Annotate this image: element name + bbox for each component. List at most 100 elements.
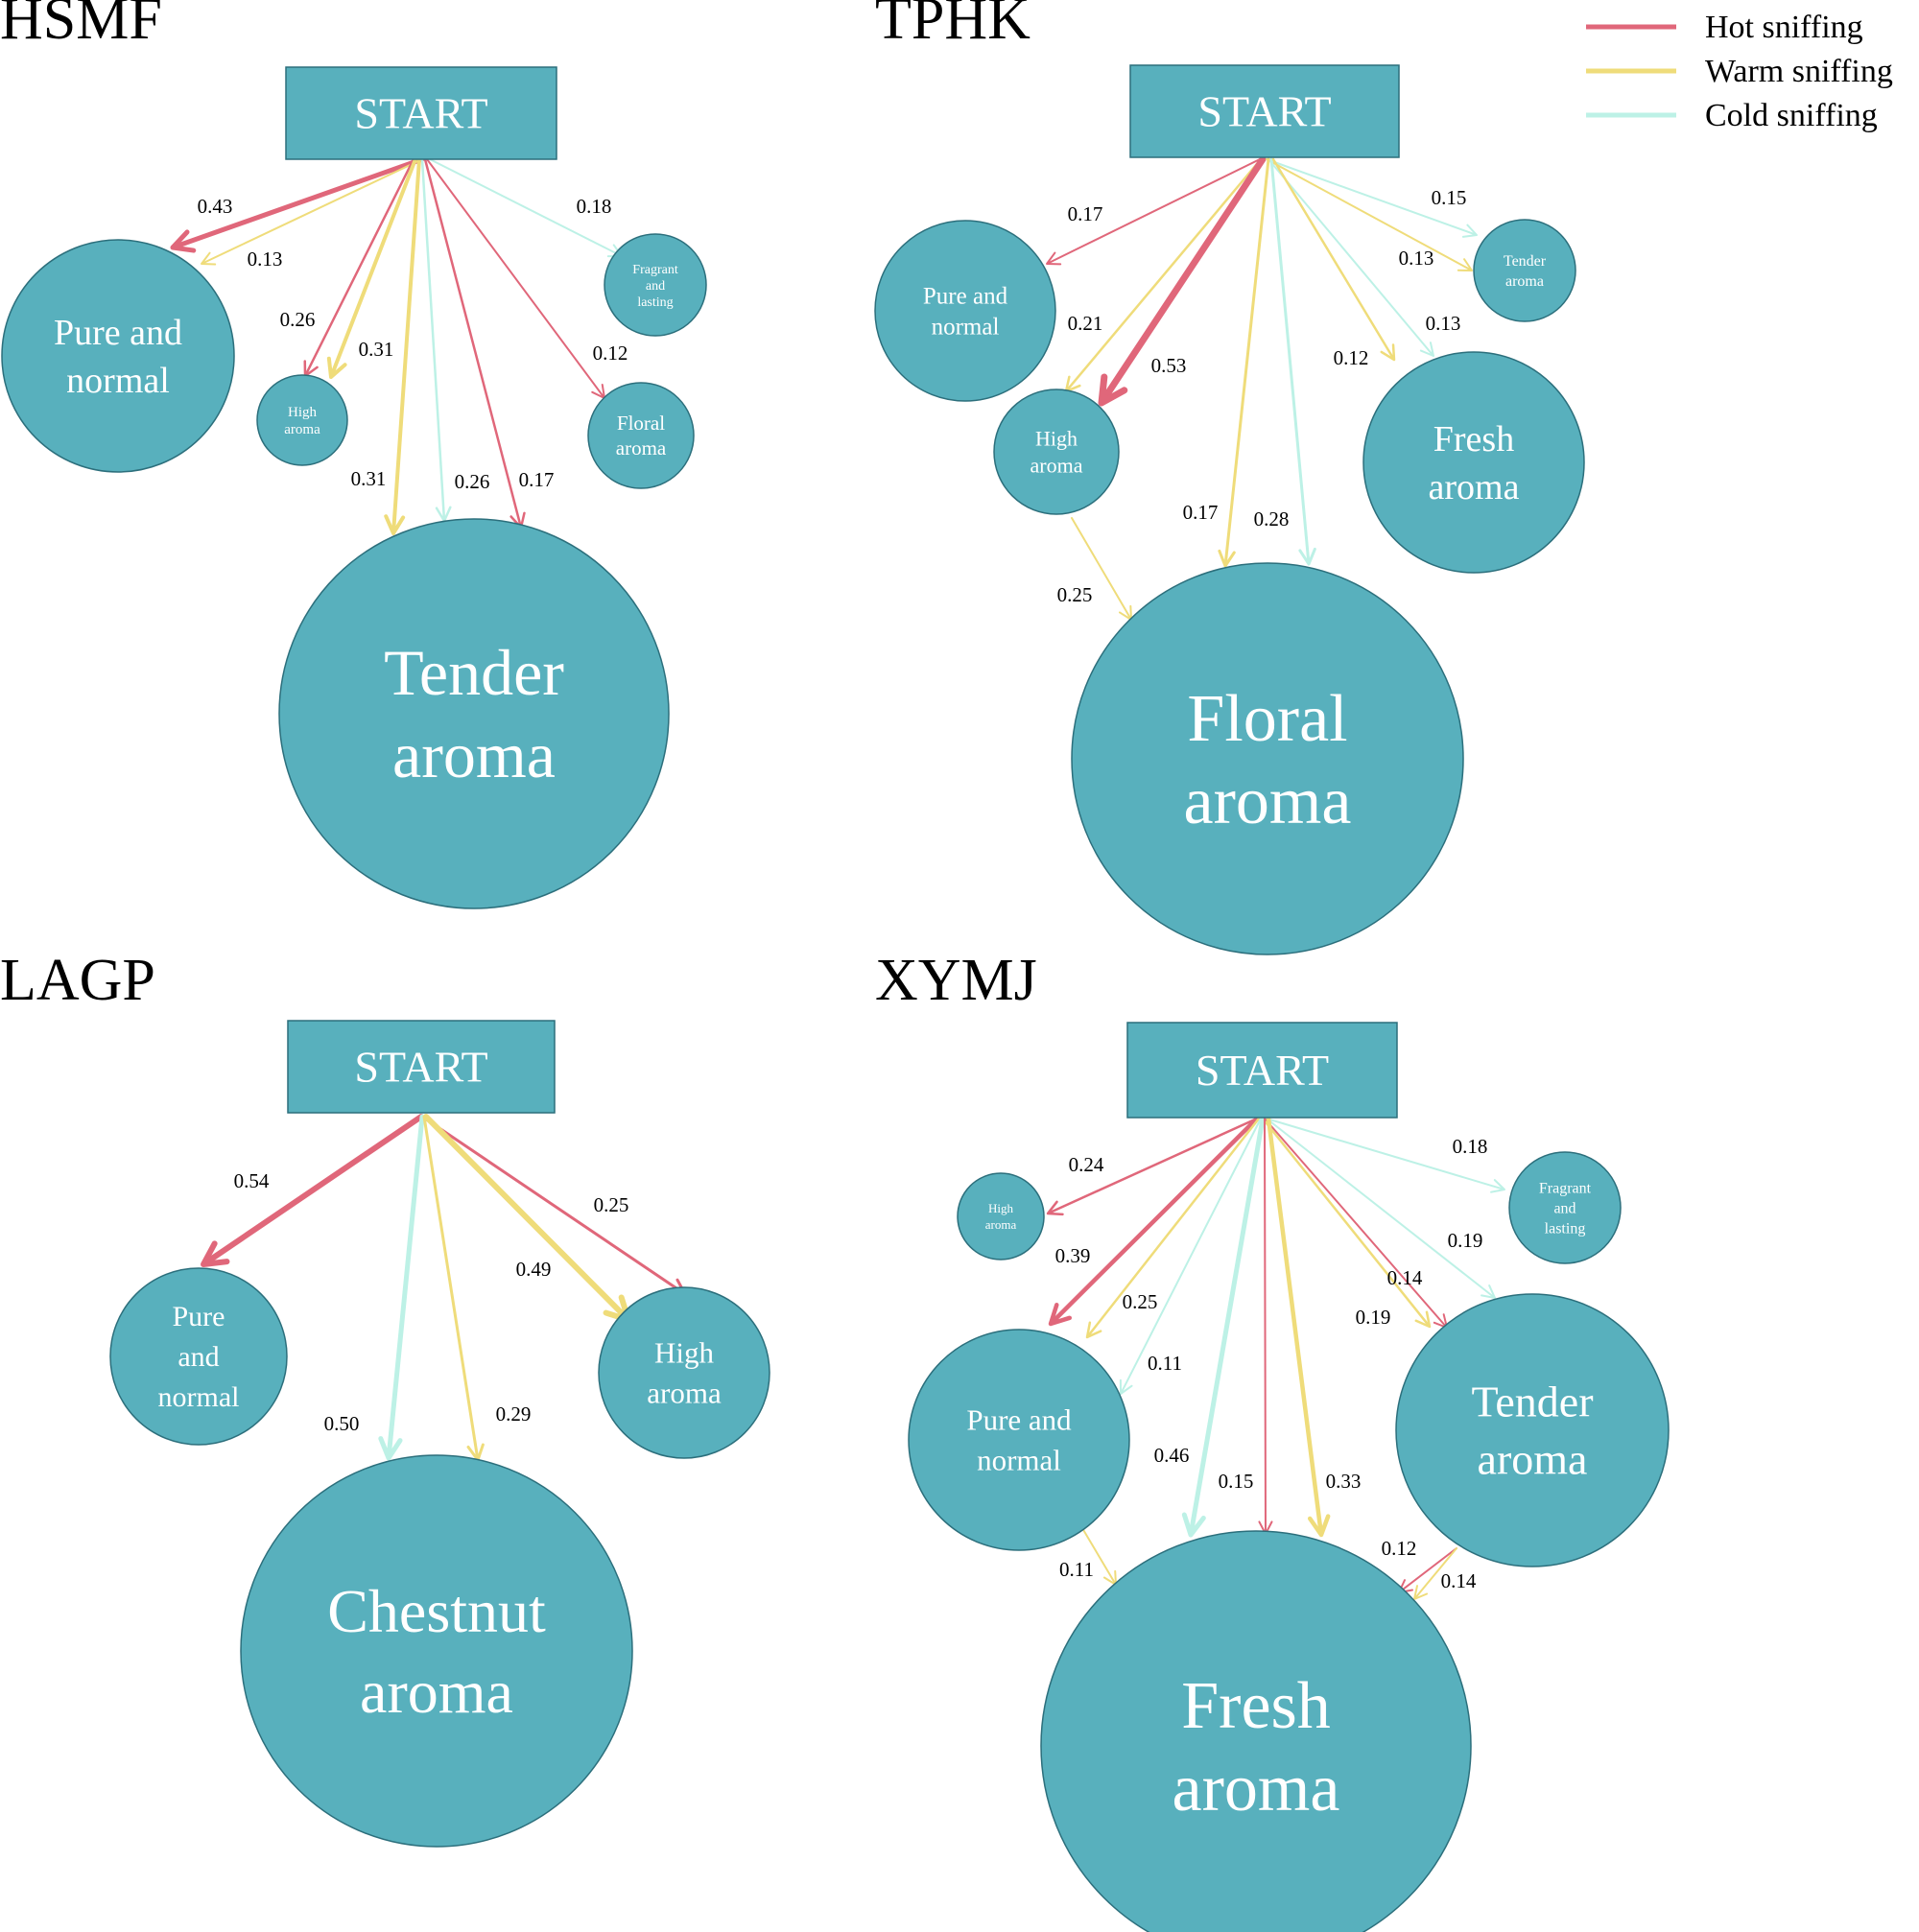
edge-warm-head [1414, 1310, 1432, 1329]
node-label: aroma [392, 719, 556, 791]
panel-title: HSMF [0, 0, 162, 52]
edge-cold-head [1119, 1378, 1133, 1395]
edge-value-label: 0.49 [516, 1258, 552, 1281]
edge-cold-head [1181, 1512, 1206, 1538]
edge-value-label: 0.28 [1254, 507, 1290, 530]
node-label: Tender [384, 636, 564, 709]
edge-hot-head [1048, 1303, 1073, 1327]
edge-value-label: 0.13 [1399, 247, 1434, 270]
node-label: High [654, 1336, 715, 1370]
edge-hot-line [423, 157, 522, 528]
edge-value-label: 0.12 [1334, 346, 1369, 369]
node-label: Pure [173, 1301, 225, 1332]
node-circle [256, 374, 348, 466]
node-label: Floral [1187, 682, 1347, 756]
edge-hot-start-to-pure [201, 1114, 424, 1267]
edge-hot-start-to-high [1098, 155, 1267, 407]
edge-cold-start-to-fresh [1181, 1116, 1266, 1538]
edge-value-label: 0.26 [280, 308, 316, 331]
node-label: Fragrant [632, 263, 678, 277]
edge-cold-start-to-tender [1266, 1118, 1496, 1299]
edge-warm-line [1266, 1116, 1323, 1535]
edge-value-label: 0.17 [1068, 202, 1103, 225]
start-box-rect [287, 1020, 556, 1114]
edges [1046, 1116, 1505, 1600]
edge-warm-head [326, 356, 347, 379]
edge-cold-head [1490, 1179, 1505, 1193]
edge-warm-start-to-tender [1261, 1117, 1432, 1329]
node-label: aroma [1173, 1752, 1340, 1826]
edge-value-label: 0.25 [1057, 583, 1093, 606]
edge-cold-line [1267, 158, 1434, 357]
edge-hot-line [202, 1114, 424, 1265]
edge-value-label: 0.18 [1453, 1135, 1488, 1158]
node-label: normal [158, 1381, 240, 1413]
edge-warm-line [1271, 157, 1395, 360]
edge-warm-start-to-fresh [1266, 1116, 1331, 1538]
edge-cold-line [1189, 1116, 1266, 1535]
node-label: and [646, 279, 665, 294]
node-label: Pure and [54, 313, 182, 353]
panel-xymj: XYMJ START High aroma FragrantandlastingPure… [875, 948, 1670, 1932]
node-label: aroma [1505, 273, 1544, 290]
node-label: Pure and [966, 1403, 1072, 1437]
edge-warm-line [1065, 157, 1263, 392]
legend-item-hot: Hot sniffing [1586, 10, 1863, 45]
node-label: normal [932, 315, 1000, 341]
edge-hot-head [1098, 373, 1128, 407]
edge-value-label: 0.11 [1059, 1558, 1094, 1581]
edge-value-label: 0.53 [1151, 354, 1187, 377]
edge-hot-line [1264, 1118, 1267, 1534]
edge-hot-head [170, 229, 197, 253]
edge-warm-line [1086, 1117, 1261, 1338]
edge-cold-head [1461, 224, 1478, 238]
edge-warm-line [422, 1115, 480, 1460]
edge-warm-head [1457, 258, 1473, 271]
edge-hot-line [304, 157, 415, 376]
panel-title: TPHK [875, 0, 1031, 52]
node-circle [1473, 219, 1576, 322]
node-circle [957, 1172, 1045, 1261]
edge-warm-line [1261, 1117, 1431, 1328]
edge-value-label: 0.39 [1055, 1244, 1091, 1267]
edge-value-label: 0.15 [1432, 186, 1467, 209]
edge-value-label: 0.17 [519, 468, 555, 491]
start-label: START [1196, 1046, 1329, 1095]
node-label: Chestnut [327, 1577, 546, 1645]
edge-value-label: 0.12 [1382, 1537, 1417, 1560]
edge-cold-start-to-fragrant [1266, 1118, 1505, 1193]
start-label: START [1197, 87, 1331, 136]
edge-cold-start-to-chestnut [378, 1114, 425, 1461]
edge-value-label: 0.17 [1183, 501, 1219, 524]
edge-hot-line [1047, 158, 1261, 265]
edge-hot-head [1046, 251, 1062, 266]
edge-warm-head [1218, 549, 1236, 568]
edge-value-label: 0.21 [1068, 312, 1103, 335]
panel-title: XYMJ [875, 948, 1037, 1013]
edge-cold-head [1419, 342, 1434, 357]
edge-hot-start-to-pure [1046, 158, 1261, 266]
edge-warm-start-to-fresh [1218, 157, 1270, 568]
node-label: High [988, 1201, 1014, 1215]
edge-warm-start-to-high [326, 157, 417, 379]
node-label: Fresh [1181, 1669, 1331, 1743]
edge-value-label: 0.43 [198, 195, 233, 218]
edge-cold-start-to-floral [1269, 157, 1316, 566]
panel-lagp: LAGPSTARTPureandnormalHigharomaChestnuta… [0, 948, 770, 1848]
edge-warm-start-to-pure [201, 158, 423, 266]
node-circle [1395, 1293, 1670, 1567]
edge-hot-head [1046, 1200, 1064, 1216]
edge-value-label: 0.31 [351, 467, 387, 490]
edge-value-label: 0.14 [1441, 1569, 1477, 1592]
edge-value-label: 0.19 [1356, 1306, 1391, 1329]
edge-cold-line [1266, 158, 1477, 236]
edge-warm-head [201, 251, 217, 266]
